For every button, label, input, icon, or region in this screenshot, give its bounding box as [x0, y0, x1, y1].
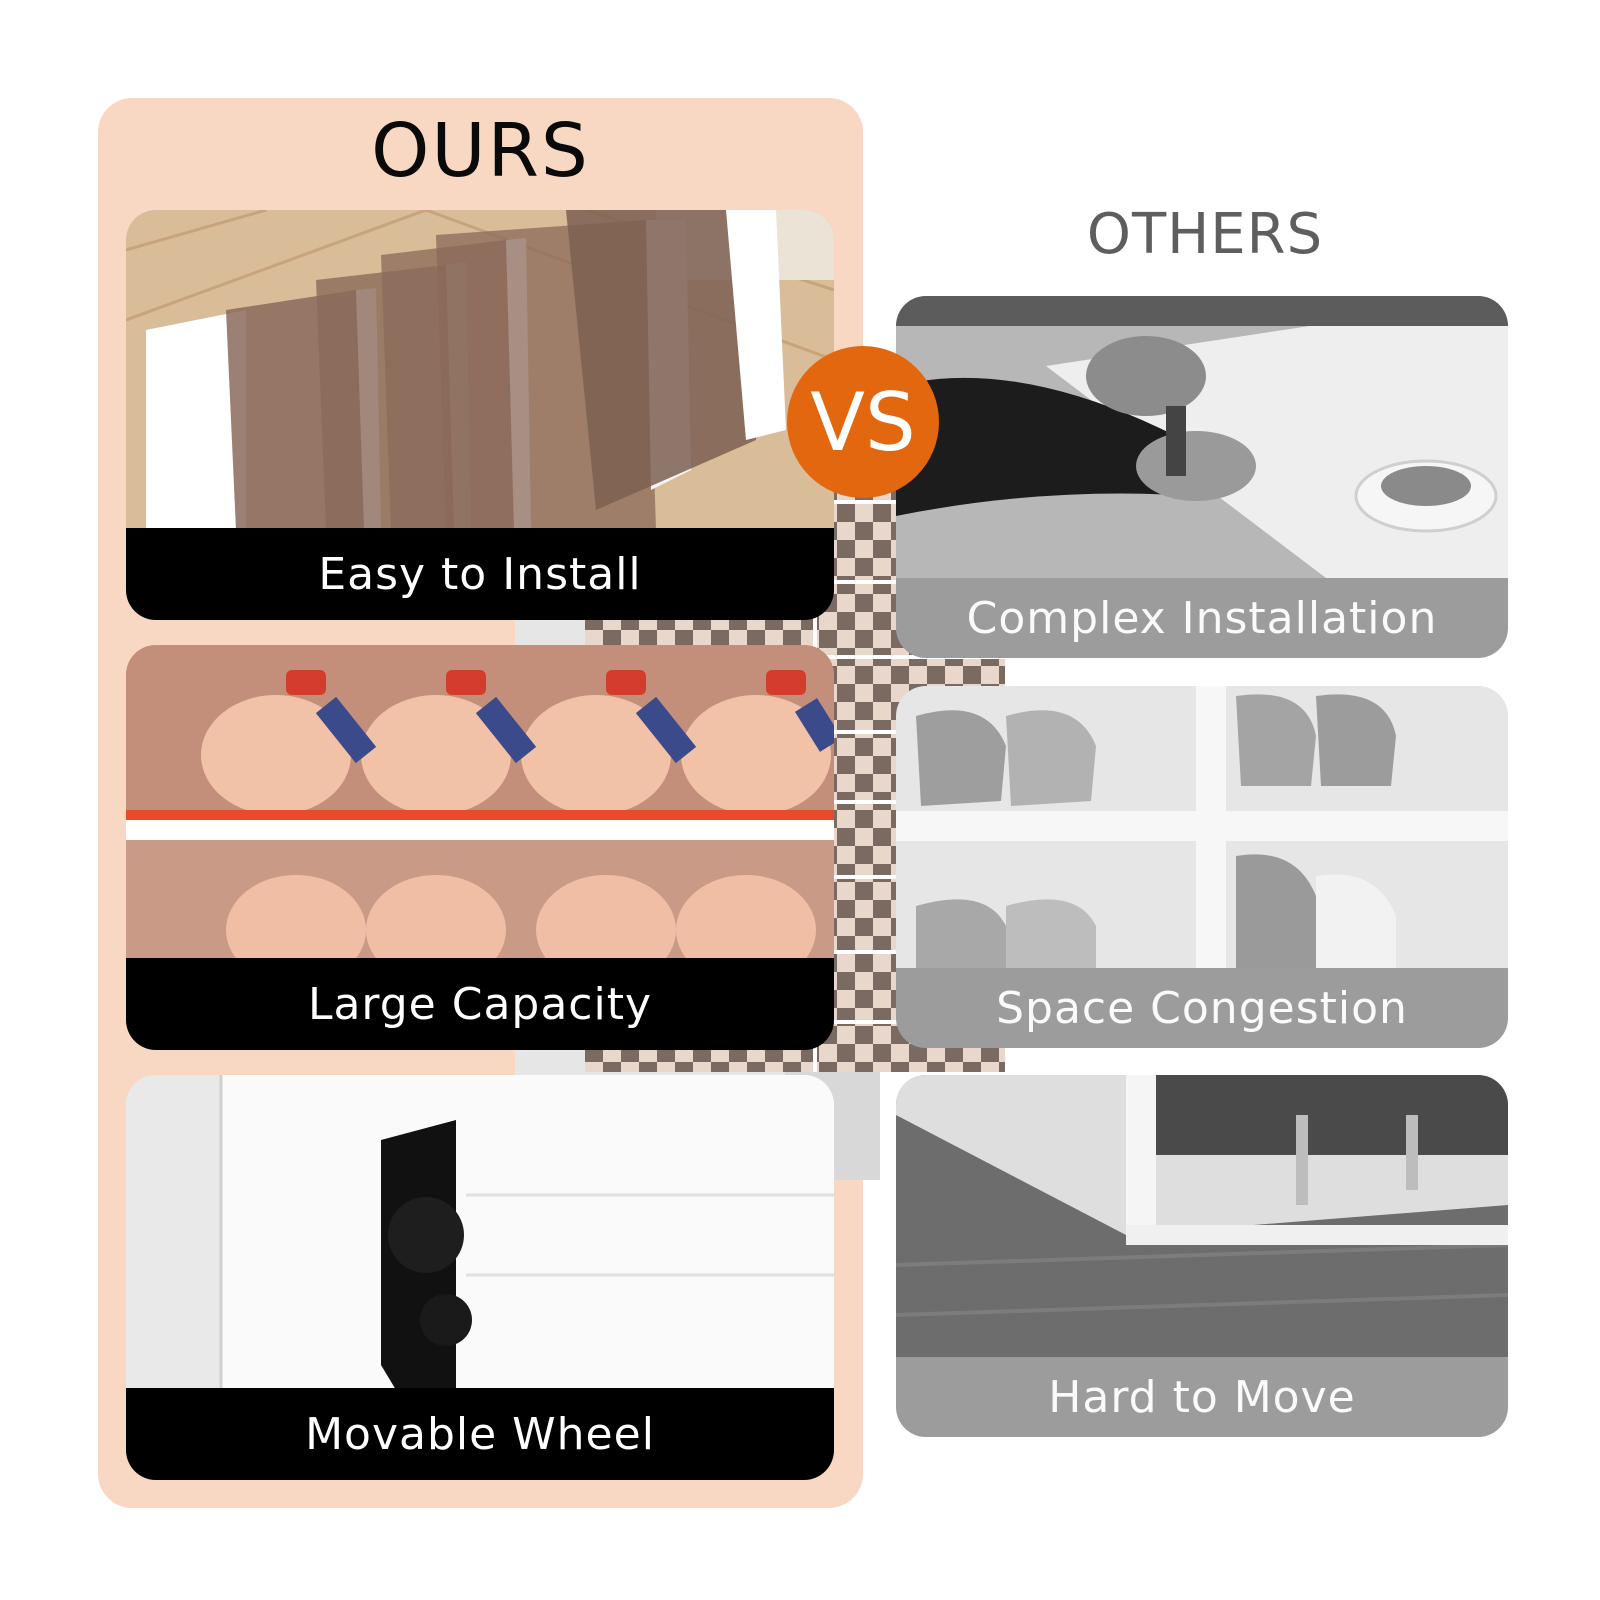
- floor-cabinet-photo: [896, 1075, 1508, 1357]
- others-card-install: Complex Installation: [896, 296, 1508, 658]
- ours-card-wheel: Movable Wheel: [126, 1075, 834, 1480]
- caption-complex-installation: Complex Installation: [896, 578, 1508, 658]
- caption-easy-to-install: Easy to Install: [126, 528, 834, 620]
- caption-movable-wheel: Movable Wheel: [126, 1388, 834, 1480]
- stacking-boxes-photo: [126, 210, 834, 530]
- others-card-move: Hard to Move: [896, 1075, 1508, 1437]
- caption-hard-to-move: Hard to Move: [896, 1357, 1508, 1437]
- arm-dark: [896, 377, 1196, 516]
- cubby-shoes-photo: [896, 686, 1508, 968]
- ours-card-install: Easy to Install: [126, 210, 834, 620]
- others-heading: OTHERS: [1086, 202, 1324, 267]
- ours-heading: OURS: [371, 108, 590, 194]
- wheel-icon: [388, 1197, 464, 1273]
- caption-large-capacity: Large Capacity: [126, 958, 834, 1050]
- shoe-boxes-photo: [126, 645, 834, 960]
- others-card-space: Space Congestion: [896, 686, 1508, 1048]
- sneaker-row-top: [201, 670, 834, 815]
- vs-badge: VS: [787, 346, 939, 498]
- drilling-photo: [896, 296, 1508, 578]
- caption-space-congestion: Space Congestion: [896, 968, 1508, 1048]
- wheel-closeup-photo: [126, 1075, 834, 1390]
- ours-card-capacity: Large Capacity: [126, 645, 834, 1050]
- sneaker-row-bottom: [226, 875, 816, 960]
